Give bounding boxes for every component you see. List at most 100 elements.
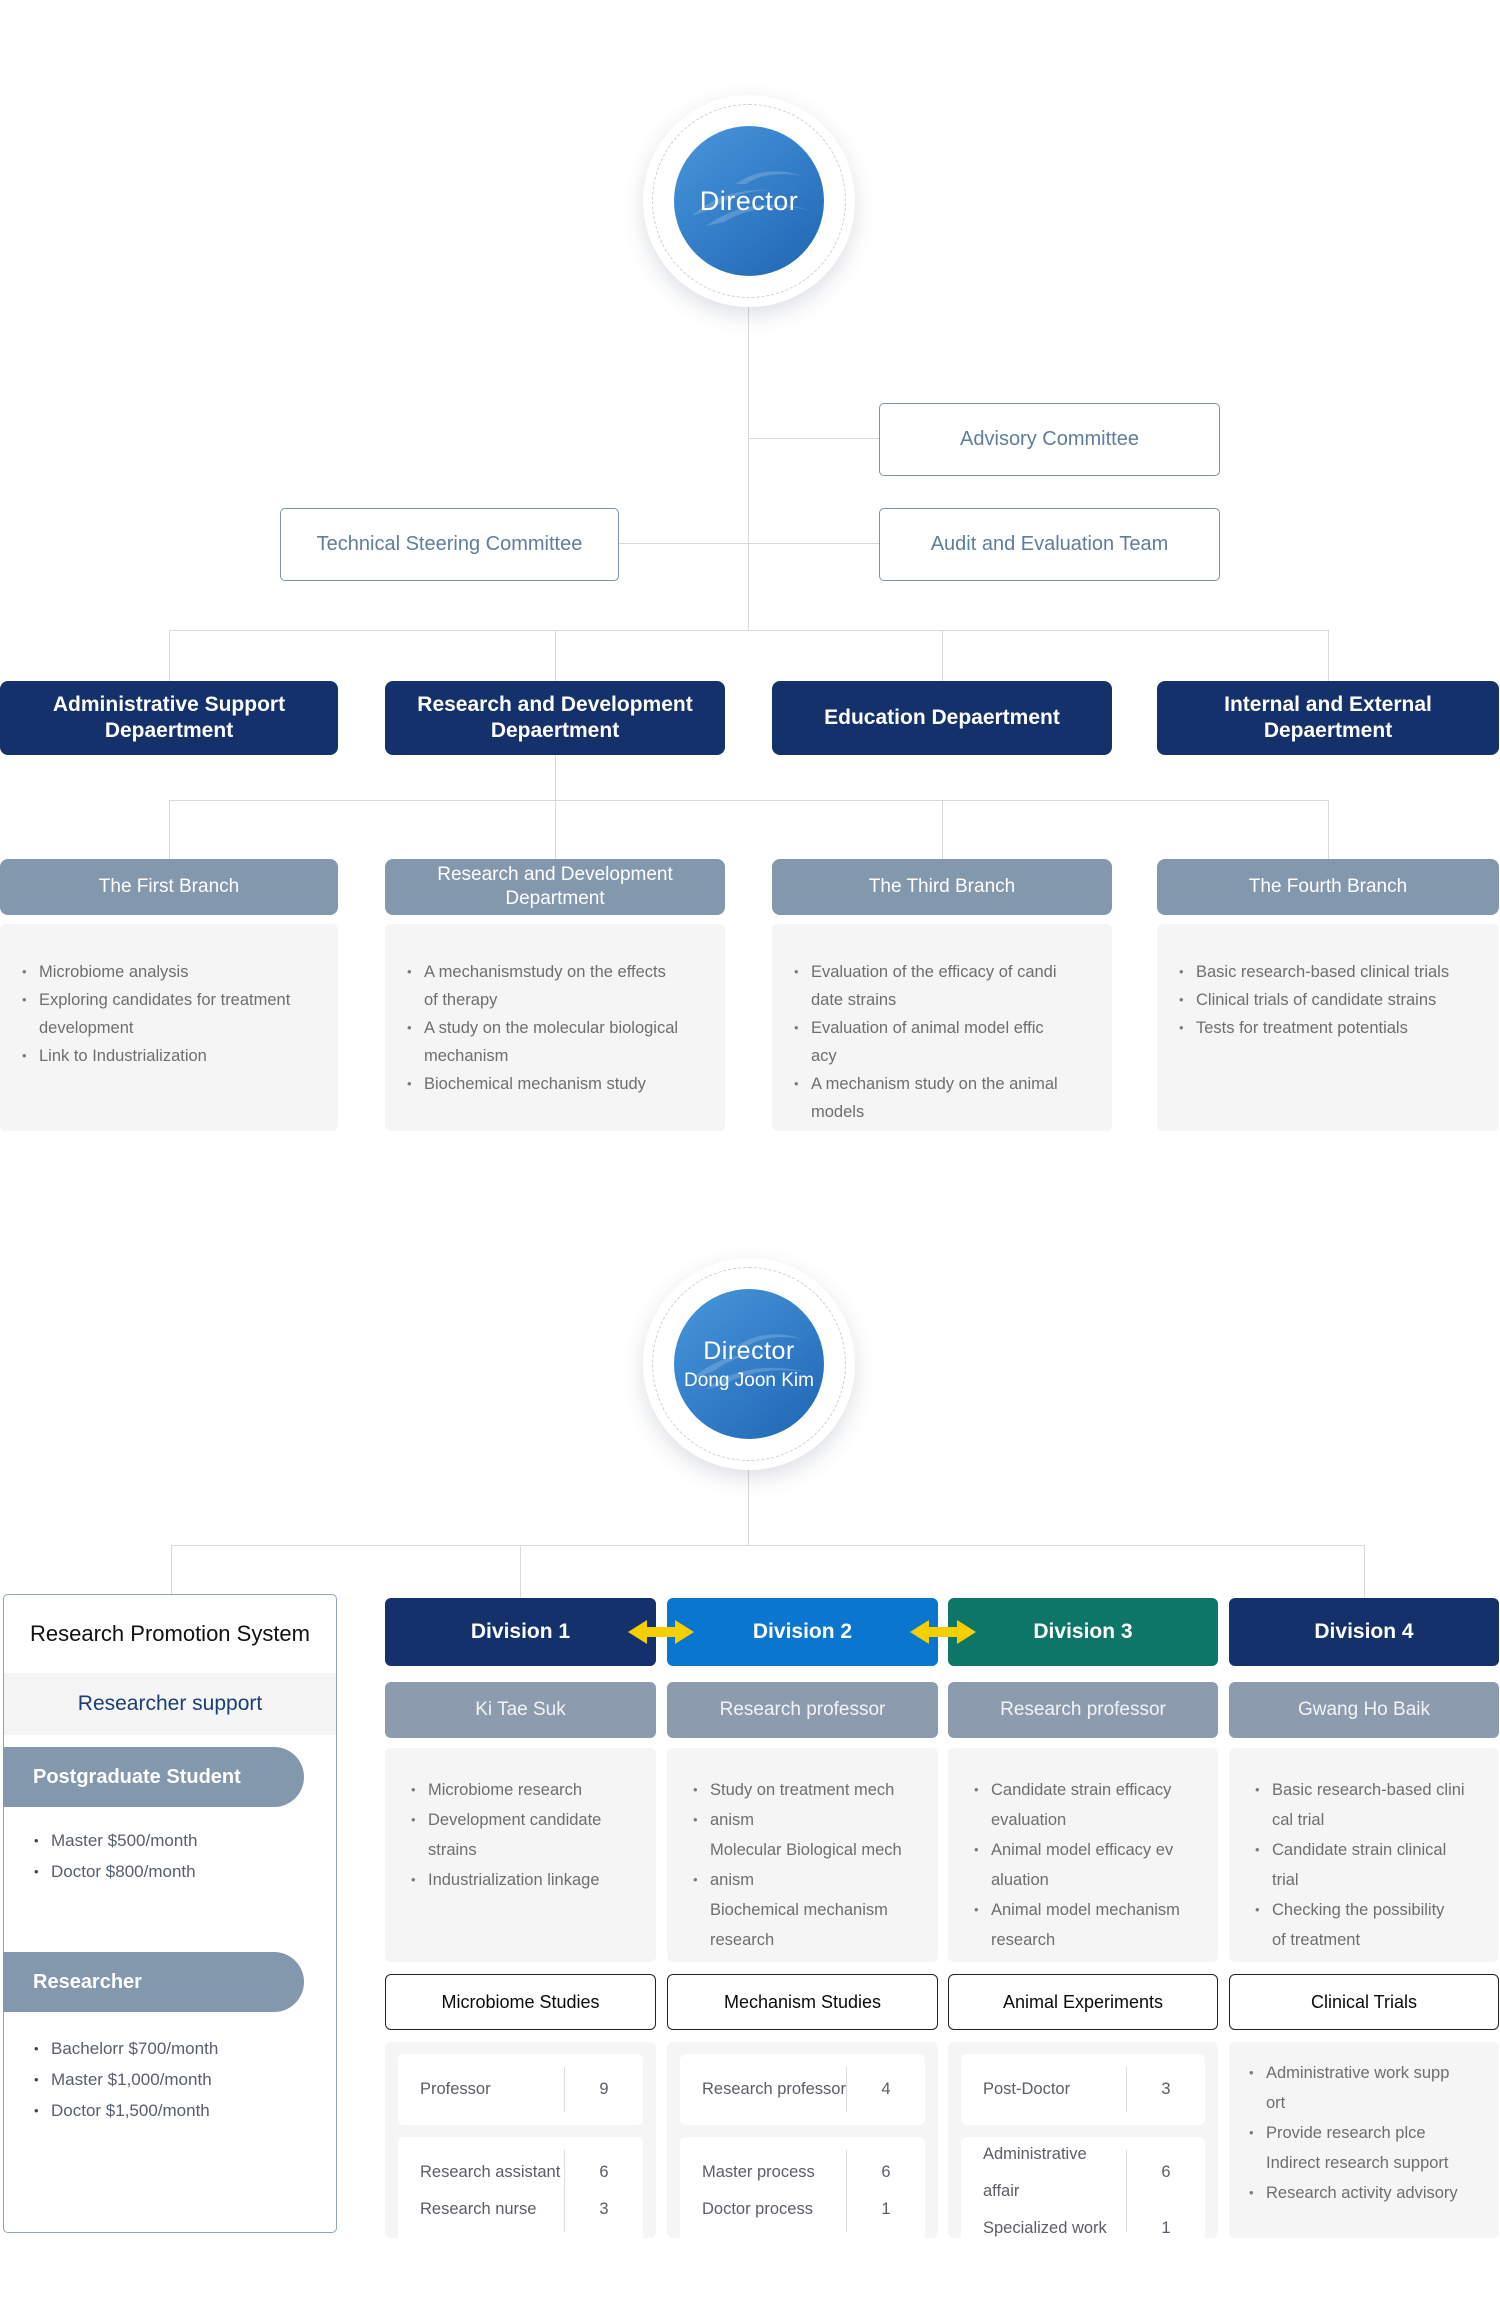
branch-header-fourth: The Fourth Branch <box>1157 859 1499 915</box>
connector-drop-dept3 <box>942 630 943 681</box>
bullet-line: •Animal model mechanism <box>974 1895 1208 1925</box>
bullet-line: •trial <box>1255 1865 1489 1895</box>
bullet-text: of treatment <box>1272 1931 1361 1949</box>
bullet-line: •aluation <box>974 1865 1208 1895</box>
bullet-line: •Doctor $800/month <box>34 1856 197 1887</box>
staff-count: 6 <box>599 2163 609 2181</box>
bullet-text: Link to Industrialization <box>39 1047 207 1065</box>
connector-drop-dept2 <box>555 630 556 681</box>
bullet-dot: • <box>22 992 27 1007</box>
division1-duties: •Microbiome research•Development candida… <box>385 1748 656 1962</box>
branch-header-third: The Third Branch <box>772 859 1112 915</box>
bullet-line: •Master $500/month <box>34 1825 197 1856</box>
bullet-dot: • <box>34 2041 39 2056</box>
connector-drop-division4 <box>1364 1545 1365 1598</box>
bullet-text: Evaluation of animal model effic <box>811 1019 1044 1037</box>
staff-role-label: Administrative affair <box>983 2144 1087 2200</box>
connector-drop-dept4 <box>1328 630 1329 681</box>
connector-branches-horizontal <box>169 800 1328 801</box>
research-promotion-panel: Research Promotion System Researcher sup… <box>3 1594 337 2233</box>
connector-drop-branch1 <box>169 800 170 859</box>
branch-title: The Third Branch <box>868 876 1016 898</box>
bullet-text: Animal model mechanism <box>991 1901 1180 1919</box>
bullet-dot: • <box>407 1020 412 1035</box>
bullet-dot: • <box>974 1842 979 1857</box>
bullet-line: •Biochemical mechanism study <box>407 1070 709 1098</box>
bullet-text: Master $500/month <box>51 1831 198 1850</box>
division2-duties: •Study on treatment mech•anism•Molecular… <box>667 1748 938 1962</box>
bullet-text: trial <box>1272 1871 1299 1889</box>
division1-study-box: Microbiome Studies <box>385 1974 656 2030</box>
bullet-dot: • <box>34 2072 39 2087</box>
bullet-line: •A mechanismstudy on the effects <box>407 958 709 986</box>
bullet-dot: • <box>1249 2125 1254 2140</box>
bullet-line: •acy <box>794 1042 1096 1070</box>
bullet-text: Bachelorr $700/month <box>51 2039 219 2058</box>
branch-header-first: The First Branch <box>0 859 338 915</box>
bidirectional-arrow-icon <box>910 1620 976 1644</box>
bullet-text: Industrialization linkage <box>428 1871 600 1889</box>
division-title: Division 4 <box>1314 1620 1414 1643</box>
bullet-line: •development <box>22 1014 322 1042</box>
bullet-text: Exploring candidates for treatment <box>39 991 291 1009</box>
bullet-line: •Administrative work supp <box>1249 2058 1491 2088</box>
bullet-text: Study on treatment mech <box>710 1781 895 1799</box>
bullet-text: anism <box>710 1811 755 1829</box>
connector-bottom-horizontal <box>171 1545 1364 1546</box>
connector-rnd-stem <box>555 755 556 800</box>
bullet-dot: • <box>794 1020 799 1035</box>
bullet-line: •cal trial <box>1255 1805 1489 1835</box>
bullet-text: mechanism <box>424 1047 509 1065</box>
bullet-line: •of treatment <box>1255 1925 1489 1955</box>
bullet-text: Basic research-based clinical trials <box>1196 963 1450 981</box>
bullet-text: evaluation <box>991 1811 1067 1829</box>
bullet-line: •A study on the molecular biological <box>407 1014 709 1042</box>
bullet-text: Microbiome analysis <box>39 963 189 981</box>
division3-header: Division 3 <box>948 1598 1218 1666</box>
logo-watermark-icon <box>692 1334 810 1389</box>
bullet-text: Biochemical mechanism study <box>424 1075 646 1093</box>
division4-column: Division 4 Gwang Ho Baik •Basic research… <box>1229 1598 1499 2238</box>
logo-watermark-icon <box>692 171 810 226</box>
bullet-line: •Master $1,000/month <box>34 2064 218 2095</box>
bullet-line: •Indirect research support <box>1249 2148 1491 2178</box>
bullet-text: Biochemical mechanism <box>710 1901 888 1919</box>
connector-drop-branch4 <box>1328 800 1329 859</box>
bullet-dot: • <box>1255 1902 1260 1917</box>
branch-duties-rnd: •A mechanismstudy on the effects•of ther… <box>385 924 725 1131</box>
division2-column: Division 2 Research professor •Study on … <box>667 1598 938 2245</box>
bullet-line: •Development candidate <box>411 1805 646 1835</box>
bullet-line: •anism <box>693 1805 928 1835</box>
bullet-text: Clinical trials of candidate strains <box>1196 991 1437 1009</box>
bullet-dot: • <box>411 1782 416 1797</box>
division2-header: Division 2 <box>667 1598 938 1666</box>
bullet-text: cal trial <box>1272 1811 1325 1829</box>
division-lead-name: Ki Tae Suk <box>475 1699 566 1720</box>
director-circle: Director <box>643 95 855 307</box>
postgraduate-stipends: •Master $500/month•Doctor $800/month <box>34 1825 197 1887</box>
bidirectional-arrow-icon <box>628 1620 694 1644</box>
bullet-dot: • <box>411 1812 416 1827</box>
bullet-line: •strains <box>411 1835 646 1865</box>
division-lead-name: Research professor <box>1000 1699 1166 1720</box>
bullet-line: •ort <box>1249 2088 1491 2118</box>
bullet-line: •Microbiome analysis <box>22 958 322 986</box>
researcher-stipends: • Bachelorr $700/month •Master $1,000/mont… <box>34 2033 218 2126</box>
bullet-line: • Exploring candidates for treatment <box>22 986 322 1014</box>
bullet-text: aluation <box>991 1871 1049 1889</box>
bullet-line: •Basic research-based clini <box>1255 1775 1489 1805</box>
department-admin-support: Administrative Support Depaertment <box>0 681 338 755</box>
department-label: Administrative Support Depaertment <box>52 692 286 742</box>
bullet-line: •Study on treatment mech <box>693 1775 928 1805</box>
bullet-line: •Checking the possibility <box>1255 1895 1489 1925</box>
bullet-line: •of therapy <box>407 986 709 1014</box>
staff-count: 3 <box>599 2200 609 2218</box>
dashed-ring <box>652 1267 846 1461</box>
